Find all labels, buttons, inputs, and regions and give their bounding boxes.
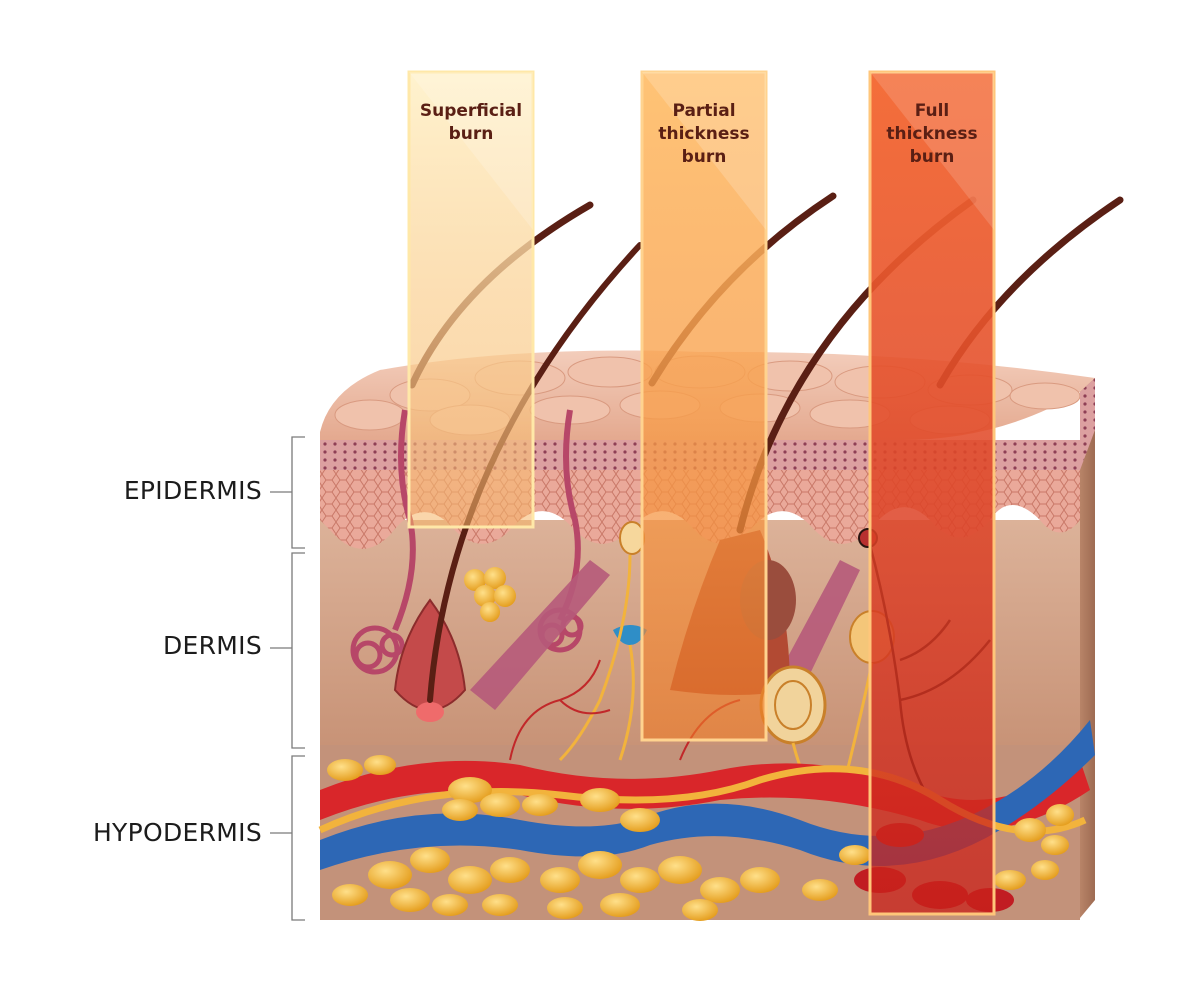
burn-label-superficial: Superficial burn <box>409 100 533 146</box>
meissner-corpuscle <box>620 522 644 554</box>
burn-label-line: Superficial <box>409 100 533 123</box>
burn-label-line: burn <box>870 146 994 169</box>
bracket-epidermis <box>270 437 305 548</box>
burn-label-line: burn <box>642 146 766 169</box>
burn-label-partial-thickness: Partial thickness burn <box>642 100 766 169</box>
burn-label-line: Full <box>870 100 994 123</box>
burn-label-line: burn <box>409 123 533 146</box>
burn-label-line: Partial <box>642 100 766 123</box>
burn-label-full-thickness: Full thickness burn <box>870 100 994 169</box>
pacinian-corpuscle <box>761 667 825 743</box>
burn-label-line: thickness <box>642 123 766 146</box>
layer-label-epidermis: EPIDERMIS <box>124 476 262 505</box>
layer-brackets <box>270 437 305 920</box>
bracket-dermis <box>270 553 305 748</box>
burn-label-line: thickness <box>870 123 994 146</box>
layer-label-hypodermis: HYPODERMIS <box>93 818 262 847</box>
layer-label-dermis: DERMIS <box>163 631 262 660</box>
bracket-hypodermis <box>270 756 305 920</box>
